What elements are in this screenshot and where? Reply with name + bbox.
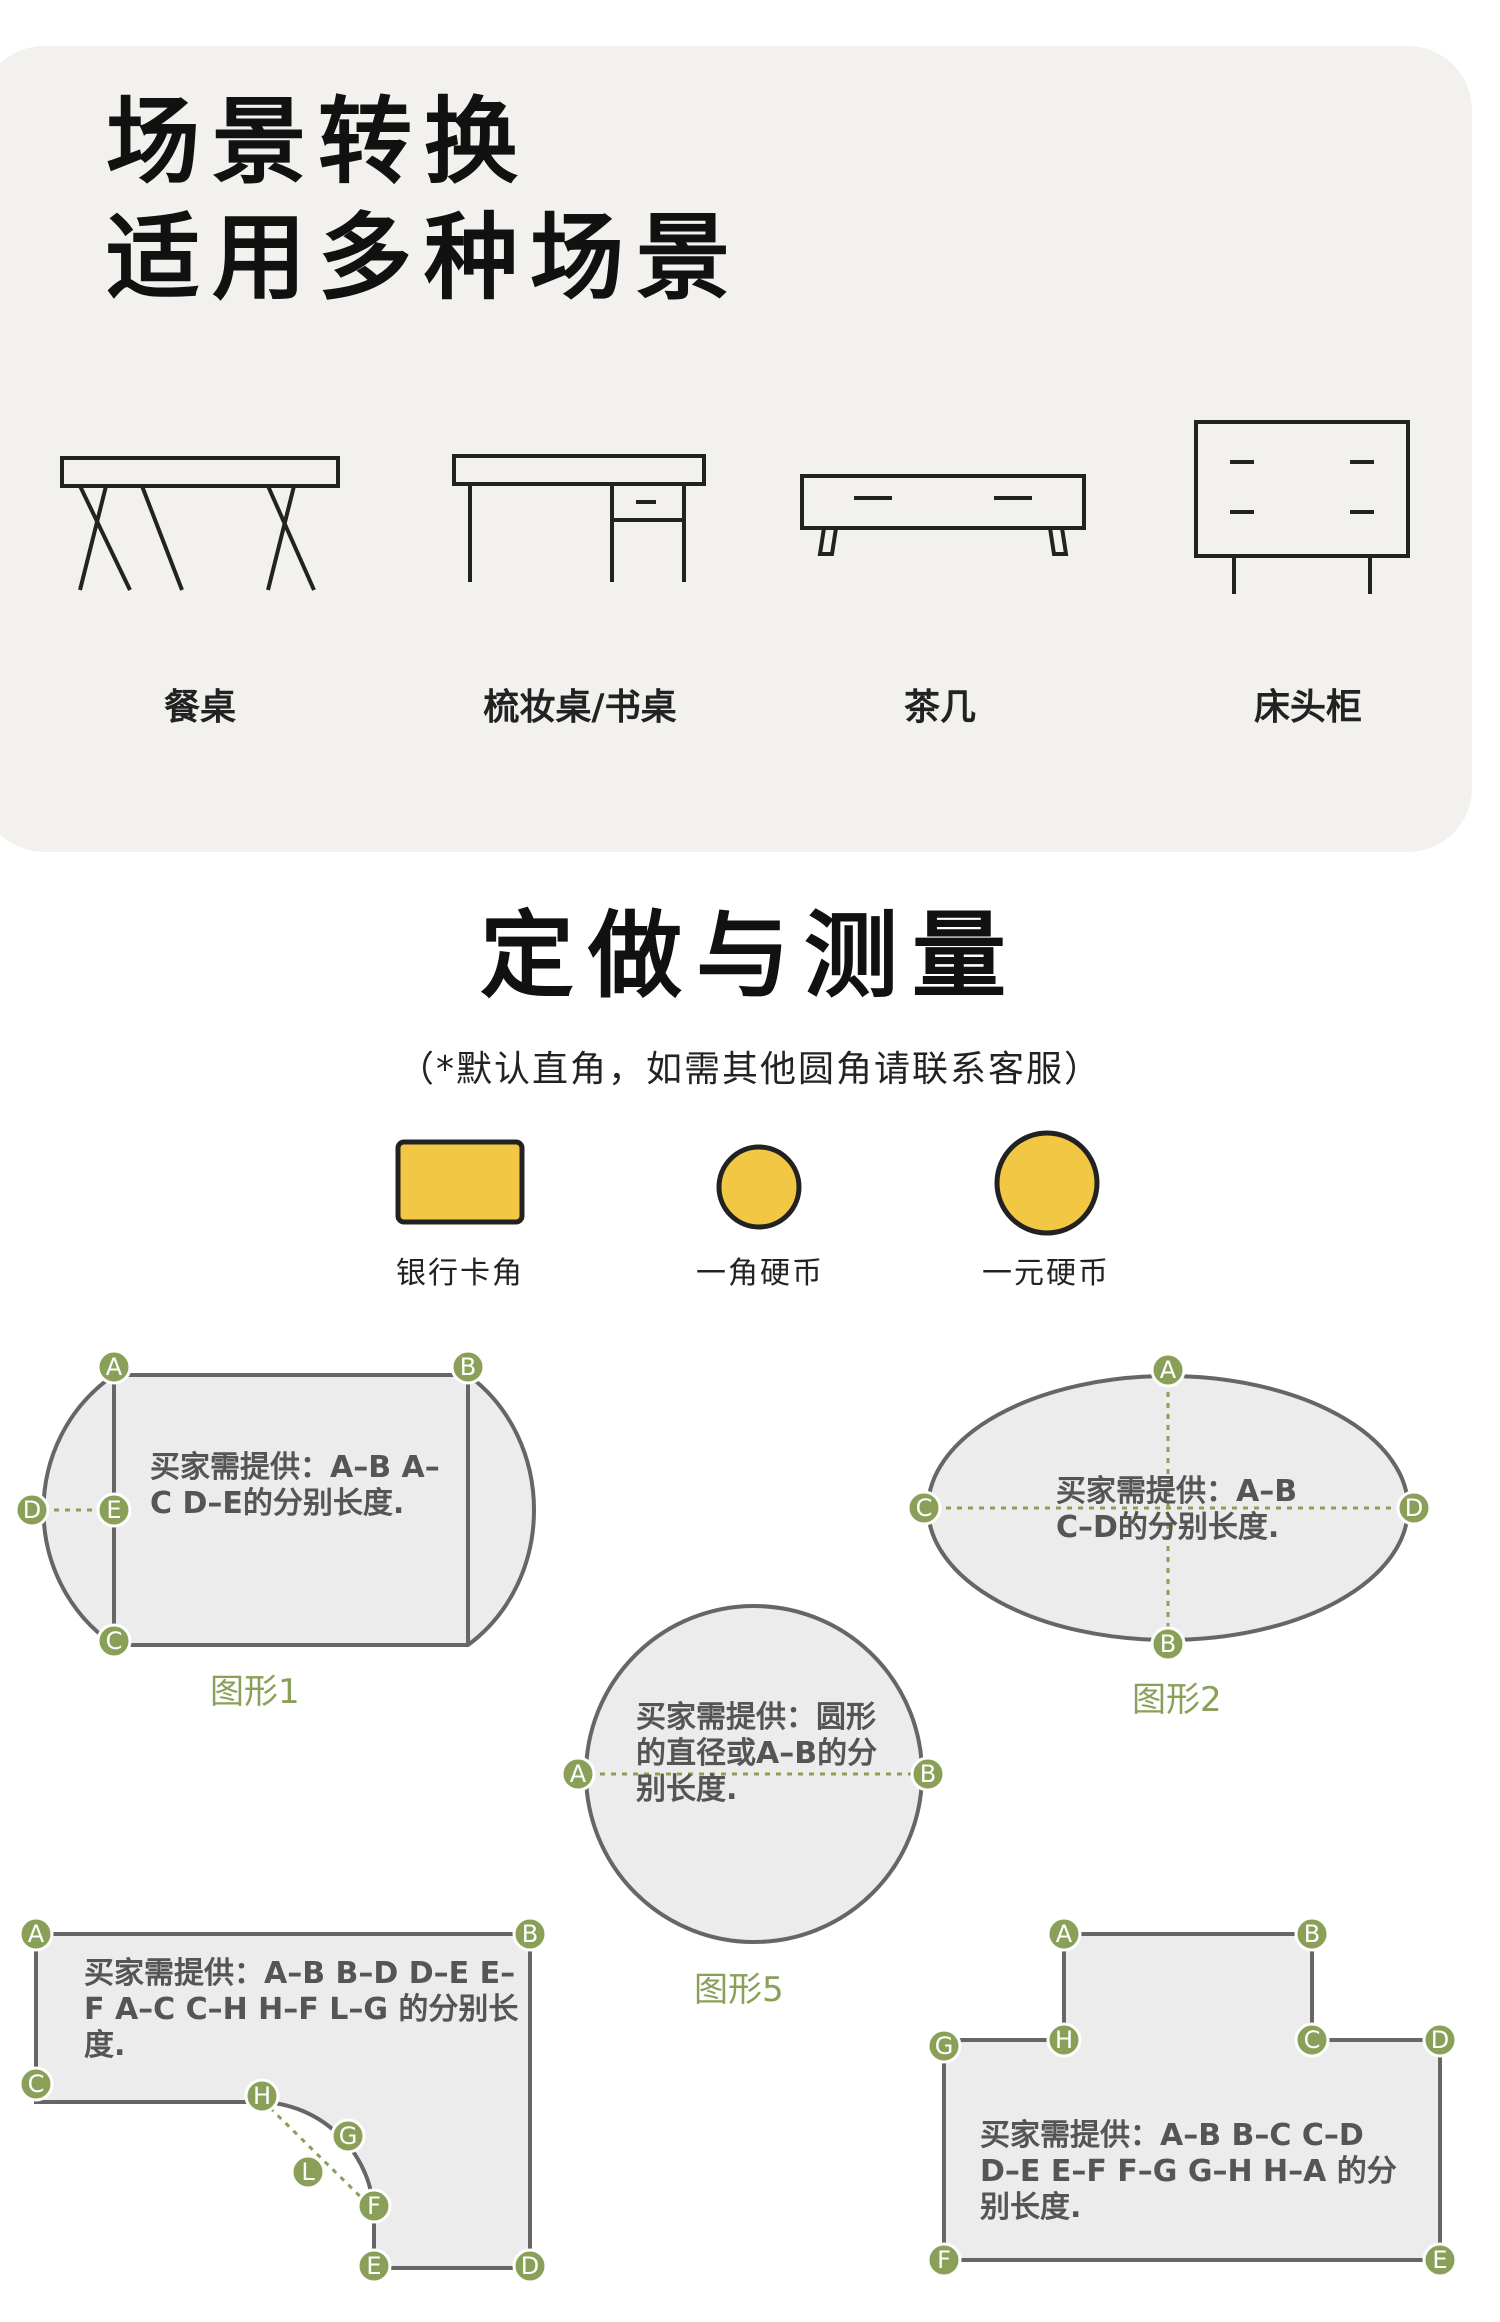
shape-4-point-D: D bbox=[512, 2248, 548, 2284]
shape-4-point-A: A bbox=[18, 1916, 54, 1952]
svg-text:C: C bbox=[916, 1494, 933, 1522]
svg-text:H: H bbox=[253, 2082, 271, 2110]
shape-5-desc: 买家需提供：圆形的直径或A–B的分别长度. bbox=[636, 1700, 878, 1807]
shape-5-point-B: B bbox=[910, 1756, 946, 1792]
desk-icon bbox=[452, 454, 706, 582]
shape-5-label: 图形5 bbox=[694, 1970, 784, 2010]
shape-6-point-B: B bbox=[1294, 1916, 1330, 1952]
shape-1-point-A: A bbox=[96, 1349, 132, 1385]
corner-label-yuan: 一元硬币 bbox=[982, 1256, 1110, 1291]
svg-text:A: A bbox=[1160, 1356, 1177, 1384]
svg-text:A: A bbox=[570, 1760, 587, 1788]
shape-2-point-C: C bbox=[906, 1490, 942, 1526]
svg-text:C: C bbox=[106, 1627, 123, 1655]
svg-text:A: A bbox=[1056, 1920, 1073, 1948]
svg-text:G: G bbox=[935, 2032, 954, 2060]
corner-label-bank-card: 银行卡角 bbox=[396, 1256, 524, 1291]
corner-label-dime: 一角硬币 bbox=[696, 1256, 824, 1291]
shape-6-point-H: H bbox=[1046, 2022, 1082, 2058]
shape-5: A B bbox=[560, 1604, 946, 1944]
dime-coin-icon bbox=[716, 1144, 802, 1230]
shape-1-point-C: C bbox=[96, 1623, 132, 1659]
shape-6-point-A: A bbox=[1046, 1916, 1082, 1952]
svg-text:D: D bbox=[521, 2252, 539, 2280]
yuan-coin-icon bbox=[994, 1130, 1100, 1236]
svg-text:B: B bbox=[522, 1920, 538, 1948]
scene-card bbox=[0, 46, 1472, 852]
shape-diagrams: .sh{fill:#ececec;stroke:#666;stroke-widt… bbox=[14, 1349, 1458, 2284]
svg-text:A: A bbox=[28, 1920, 45, 1948]
corner-note: （*默认直角，如需其他圆角请联系客服） bbox=[397, 1049, 1102, 1090]
shape-4-point-F: F bbox=[356, 2188, 392, 2224]
shape-6-point-F: F bbox=[926, 2242, 962, 2278]
svg-text:B: B bbox=[460, 1353, 476, 1381]
shape-4-point-G: G bbox=[330, 2118, 366, 2154]
shape-1: A B C D E bbox=[14, 1349, 536, 1659]
svg-text:C: C bbox=[1304, 2026, 1321, 2054]
nightstand-icon bbox=[1194, 420, 1410, 594]
scene-title-line1: 场景转换 bbox=[106, 88, 531, 197]
shape-6-desc: 买家需提供：A–B B–C C–D D–E E–F F–G G–H H–A 的分… bbox=[980, 2118, 1397, 2225]
scene-title-line2: 适用多种场景 bbox=[106, 204, 743, 313]
shape-1-point-E: E bbox=[96, 1492, 132, 1528]
shape-6-point-D: D bbox=[1422, 2022, 1458, 2058]
shape-6-point-E: E bbox=[1422, 2242, 1458, 2278]
shape-1-point-D: D bbox=[14, 1492, 50, 1528]
shape-4: A B C D E F G H L bbox=[18, 1916, 548, 2284]
shape-1-point-B: B bbox=[450, 1349, 486, 1385]
shape-5-point-A: A bbox=[560, 1756, 596, 1792]
furniture-label-nightstand: 床头柜 bbox=[1253, 687, 1362, 728]
shape-4-point-E: E bbox=[356, 2248, 392, 2284]
svg-text:E: E bbox=[106, 1496, 121, 1524]
svg-text:B: B bbox=[920, 1760, 936, 1788]
svg-text:E: E bbox=[366, 2252, 381, 2280]
svg-text:B: B bbox=[1304, 1920, 1320, 1948]
svg-text:A: A bbox=[106, 1353, 123, 1381]
shape-6: A B C D E F G H bbox=[926, 1916, 1458, 2278]
custom-title: 定做与测量 bbox=[479, 902, 1020, 1011]
shape-4-desc: 买家需提供：A–B B–D D–E E–F A–C C–H H–F L–G 的分… bbox=[84, 1956, 519, 2063]
shape-4-point-L: L bbox=[290, 2154, 326, 2190]
shape-6-point-G: G bbox=[926, 2028, 962, 2064]
furniture-label-desk: 梳妆桌/书桌 bbox=[483, 687, 677, 728]
shape-2-point-B: B bbox=[1150, 1626, 1186, 1662]
dining-table-icon bbox=[60, 456, 340, 591]
svg-text:D: D bbox=[23, 1496, 41, 1524]
shape-2-point-D: D bbox=[1396, 1490, 1432, 1526]
svg-text:G: G bbox=[339, 2122, 358, 2150]
svg-text:B: B bbox=[1160, 1630, 1176, 1658]
shape-2-point-A: A bbox=[1150, 1352, 1186, 1388]
shape-6-point-C: C bbox=[1294, 2022, 1330, 2058]
svg-text:H: H bbox=[1055, 2026, 1073, 2054]
shape-1-label: 图形1 bbox=[210, 1672, 300, 1712]
svg-text:D: D bbox=[1405, 1494, 1423, 1522]
bank-card-corner-icon bbox=[395, 1139, 525, 1225]
shape-4-point-B: B bbox=[512, 1916, 548, 1952]
svg-text:F: F bbox=[937, 2246, 951, 2274]
svg-text:D: D bbox=[1431, 2026, 1449, 2054]
svg-text:F: F bbox=[367, 2192, 381, 2220]
shape-2-desc: 买家需提供：A–B C–D的分别长度. bbox=[1056, 1474, 1298, 1545]
shape-2: A B C D bbox=[906, 1352, 1432, 1662]
furniture-label-dining: 餐桌 bbox=[163, 687, 236, 728]
shape-4-point-C: C bbox=[18, 2066, 54, 2102]
shape-2-label: 图形2 bbox=[1132, 1680, 1222, 1720]
furniture-label-coffee-table: 茶几 bbox=[903, 687, 976, 728]
shape-1-desc: 买家需提供：A–B A–C D–E的分别长度. bbox=[150, 1450, 440, 1521]
coffee-table-icon bbox=[800, 474, 1086, 556]
svg-text:L: L bbox=[301, 2158, 315, 2186]
svg-text:E: E bbox=[1432, 2246, 1447, 2274]
svg-text:C: C bbox=[28, 2070, 45, 2098]
shape-4-point-H: H bbox=[244, 2078, 280, 2114]
